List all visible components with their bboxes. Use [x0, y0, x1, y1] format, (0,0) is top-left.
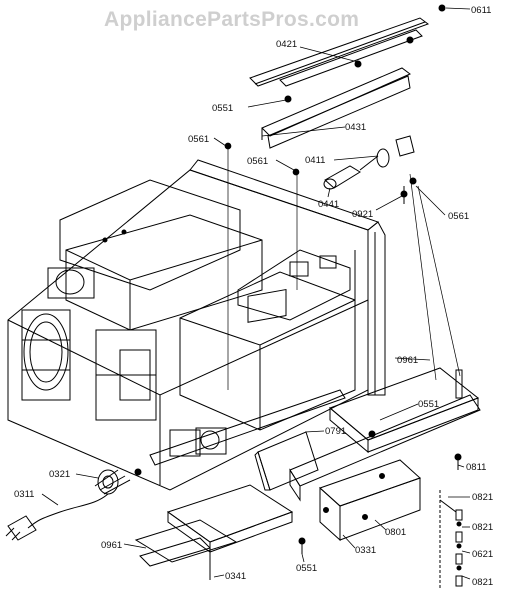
label-0331: 0331 — [355, 545, 376, 556]
label-0421: 0421 — [276, 39, 297, 50]
leader-lines — [41, 7, 471, 580]
label-0791: 0791 — [325, 426, 346, 437]
label-0821: 0821 — [472, 492, 493, 503]
part-labels: 0611 0421 0551 0431 0561 0561 0411 0441 … — [14, 5, 493, 588]
label-0561: 0561 — [188, 134, 209, 145]
label-0961: 0961 — [397, 355, 418, 366]
chassis — [7, 159, 386, 491]
label-0441: 0441 — [318, 199, 339, 210]
label-0311: 0311 — [14, 489, 34, 500]
label-0551: 0551 — [212, 103, 233, 114]
bottom-cover — [254, 367, 481, 502]
label-0551: 0551 — [418, 399, 439, 410]
label-0341: 0341 — [225, 571, 246, 582]
bottom-plate — [134, 484, 294, 580]
label-0811: 0811 — [466, 462, 486, 473]
screws — [298, 430, 462, 554]
label-0561: 0561 — [247, 156, 268, 167]
label-0621: 0621 — [472, 549, 493, 560]
lower-bracket — [319, 459, 421, 542]
label-0821: 0821 — [472, 577, 493, 588]
door-bar — [261, 67, 411, 149]
power-cord — [5, 468, 142, 541]
top-rail — [249, 4, 446, 103]
label-0411: 0411 — [305, 155, 325, 166]
label-0821: 0821 — [472, 522, 493, 533]
label-0611: 0611 — [471, 5, 491, 16]
watermark: AppliancePartsPros.com — [104, 8, 360, 31]
screw-lines — [224, 142, 461, 390]
clips — [439, 490, 463, 590]
label-0551: 0551 — [296, 563, 317, 574]
hinge-parts — [323, 135, 417, 204]
label-0961: 0961 — [101, 540, 122, 551]
label-0801: 0801 — [385, 527, 406, 538]
label-0921: 0921 — [352, 209, 373, 220]
label-0431: 0431 — [345, 122, 366, 133]
label-0561: 0561 — [448, 211, 469, 222]
label-0321: 0321 — [49, 469, 70, 480]
